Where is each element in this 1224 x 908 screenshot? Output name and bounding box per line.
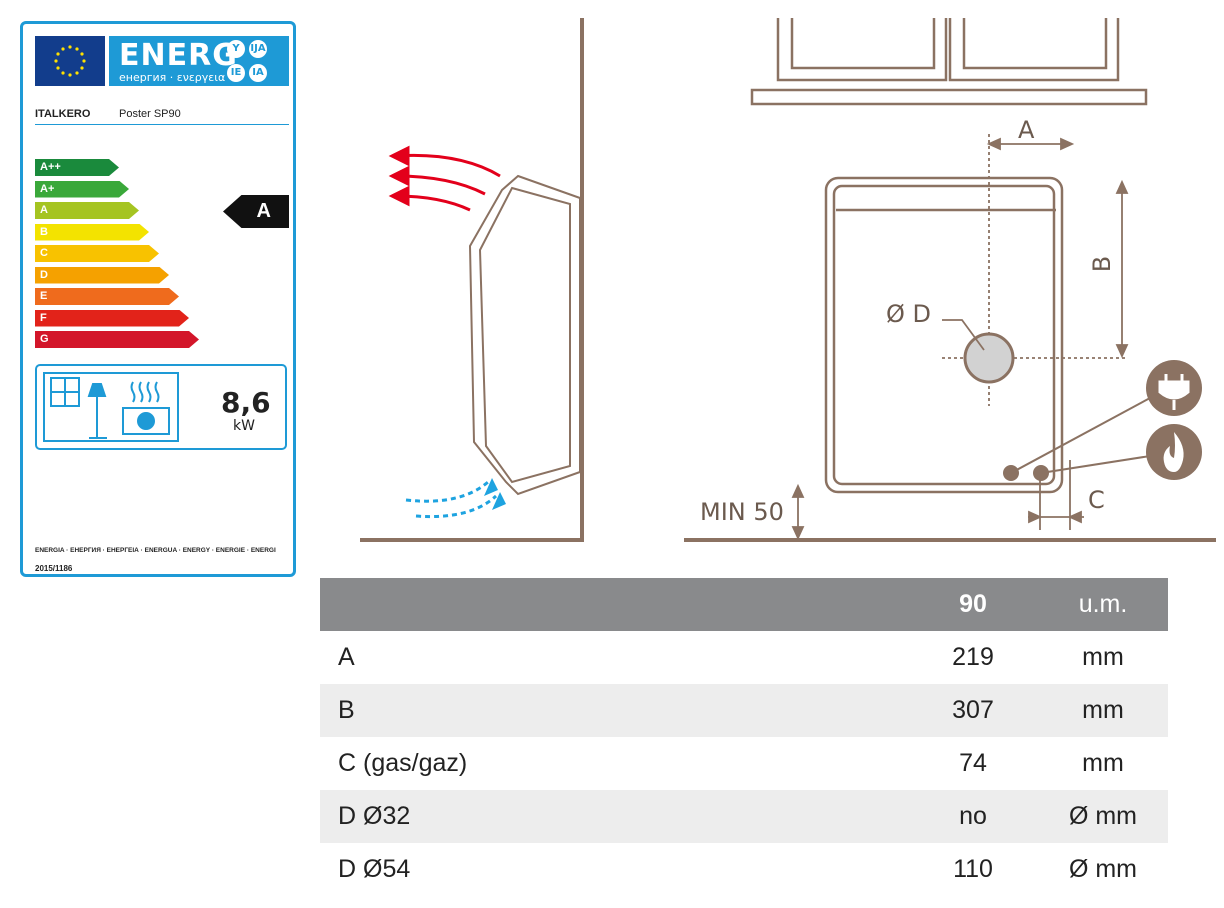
window-icon	[50, 377, 80, 407]
scale-arrow: A++	[35, 159, 119, 176]
hot-air-arrows	[388, 145, 501, 212]
side-view-diagram	[360, 18, 584, 542]
min-distance-label: MIN 50	[700, 498, 784, 526]
row-value: no	[908, 790, 1038, 843]
window-frame	[750, 18, 1148, 106]
row-value: 307	[908, 684, 1038, 737]
power-unit: kW	[233, 418, 255, 434]
table-row: D Ø54 110 Ø mm	[320, 843, 1168, 896]
table-header: 90 u.m.	[320, 578, 1168, 631]
scale-arrow: E	[35, 288, 179, 305]
scale-arrow: A	[35, 202, 139, 219]
row-unit: Ø mm	[1038, 790, 1168, 843]
row-unit: mm	[1038, 684, 1168, 737]
language-badge: IJA	[249, 40, 267, 58]
energy-label: ENERG енергия · ενεργεια Y IJA IE IA ITA…	[20, 21, 296, 577]
dimension-a-label: A	[1018, 116, 1035, 144]
label-footer: ENERGIA · ЕНЕРГИЯ · ЕНЕРГЕІА · ENERGUA ·…	[35, 547, 276, 554]
row-label: B	[320, 684, 908, 737]
header-model: 90	[908, 578, 1038, 631]
scale-arrow: F	[35, 310, 189, 327]
row-label: C (gas/gaz)	[338, 749, 468, 777]
divider	[35, 124, 289, 125]
row-value: 110	[953, 855, 993, 883]
scale-arrow: A+	[35, 181, 129, 198]
dimension-b-label: B	[1088, 255, 1117, 273]
eu-flag-icon	[35, 36, 105, 86]
dimension-d-label: Ø D	[886, 300, 931, 328]
cold-air-arrows	[405, 478, 506, 519]
regulation-number: 2015/1186	[35, 564, 73, 573]
dimension-c-label: C	[1088, 486, 1105, 514]
row-value: 74	[959, 749, 987, 777]
language-badge: IE	[227, 64, 245, 82]
heater-icon	[122, 381, 170, 435]
power-box: 8,6 kW	[35, 364, 287, 450]
table-row: C (gas/gaz) 74 mm	[320, 737, 1168, 790]
table-row: A 219 mm	[320, 631, 1168, 684]
row-label: D Ø32	[320, 790, 908, 843]
lamp-icon	[87, 383, 107, 439]
flame-icon	[1146, 424, 1202, 480]
row-value: 219	[952, 643, 994, 671]
scale-arrow: G	[35, 331, 199, 348]
scale-arrow: B	[35, 224, 149, 241]
scale-arrow: D	[35, 267, 169, 284]
energy-header: ENERG енергия · ενεργεια Y IJA IE IA	[109, 36, 289, 86]
row-unit: mm	[1082, 749, 1124, 777]
heater-front-body	[824, 176, 1064, 494]
row-unit: Ø mm	[1068, 855, 1138, 883]
flue-outlet	[963, 332, 1015, 384]
table-row: D Ø32 no Ø mm	[320, 790, 1168, 843]
plug-icon	[1146, 360, 1202, 416]
supplier-name: ITALKERO	[35, 108, 91, 120]
row-label: D Ø54	[338, 855, 411, 883]
dimension-arrows	[791, 137, 1129, 541]
energy-class-indicator: A	[223, 195, 289, 228]
model-name: Poster SP90	[119, 108, 181, 120]
power-value: 8,6	[221, 386, 271, 419]
heater-side-body	[468, 174, 581, 496]
scale-arrow: C	[35, 245, 159, 262]
header-label	[320, 578, 908, 631]
power-icon-panel	[43, 372, 179, 442]
energy-title: ENERG	[119, 38, 238, 73]
header-unit: u.m.	[1038, 578, 1168, 631]
row-unit: mm	[1082, 643, 1124, 671]
row-label: A	[338, 643, 355, 671]
energy-subtitle: енергия · ενεργεια	[119, 71, 226, 84]
dimensions-table: 90 u.m. A 219 mm B 307 mm C (gas/gaz) 74…	[320, 578, 1168, 896]
language-badge: IA	[249, 64, 267, 82]
front-view-diagram	[684, 18, 1216, 542]
language-badge: Y	[227, 40, 245, 58]
table-row: B 307 mm	[320, 684, 1168, 737]
